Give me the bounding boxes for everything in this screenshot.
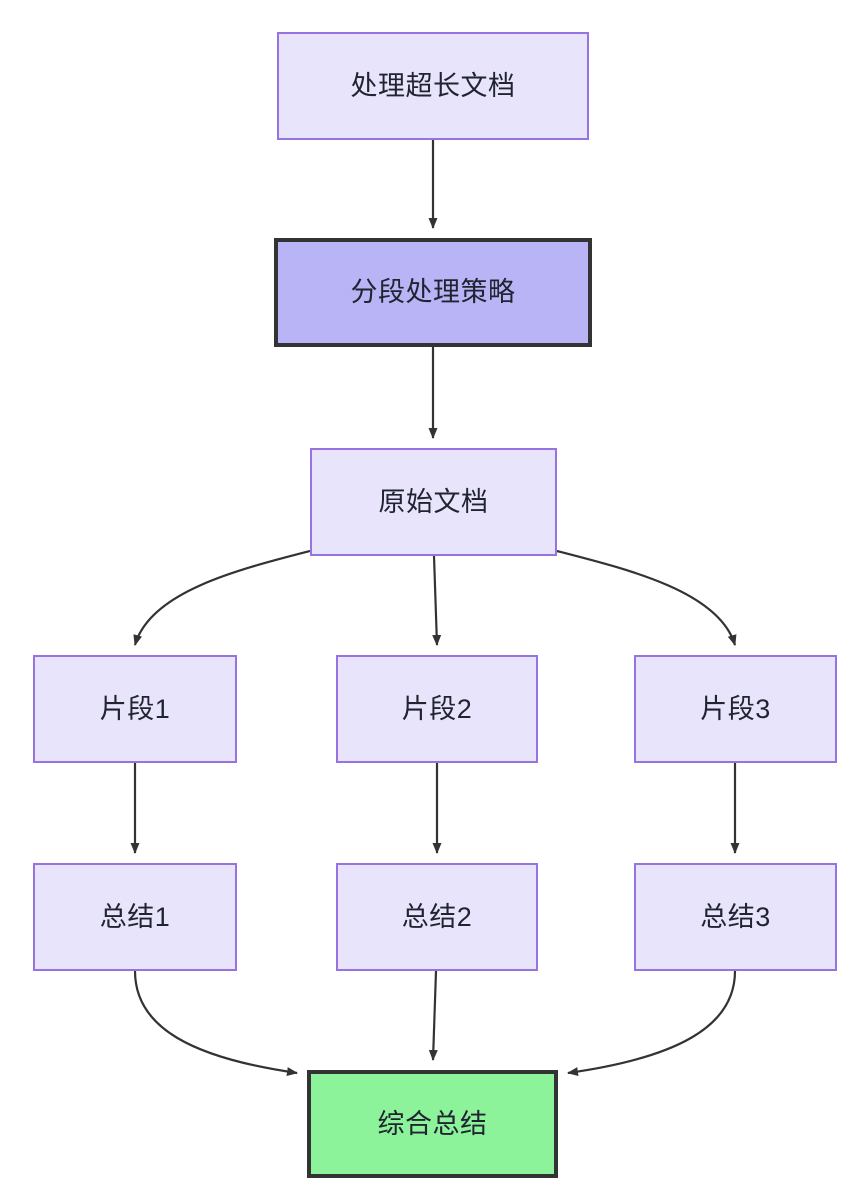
node-label: 原始文档 <box>378 486 489 517</box>
node-label: 总结1 <box>99 901 171 932</box>
node-summary-3[interactable]: 总结3 <box>634 863 837 971</box>
node-label: 片段2 <box>401 693 473 724</box>
node-label: 总结2 <box>401 901 473 932</box>
edge-n3-n5 <box>432 555 442 646</box>
node-label: 总结3 <box>700 901 771 932</box>
edge-n3-n4 <box>133 549 311 646</box>
node-final-summary[interactable]: 综合总结 <box>307 1070 558 1178</box>
node-label: 综合总结 <box>377 1108 488 1139</box>
node-label: 处理超长文档 <box>350 70 516 101</box>
edge-n3-n6 <box>556 549 737 646</box>
node-process-long-document[interactable]: 处理超长文档 <box>277 32 589 140</box>
edge-n7-n10 <box>133 970 298 1077</box>
node-segment-3[interactable]: 片段3 <box>634 655 837 763</box>
edge-n8-n10 <box>428 970 438 1061</box>
node-summary-2[interactable]: 总结2 <box>336 863 538 971</box>
edge-n9-n10 <box>567 970 737 1077</box>
node-label: 分段处理策略 <box>350 277 516 308</box>
node-original-document[interactable]: 原始文档 <box>310 448 557 556</box>
node-segment-1[interactable]: 片段1 <box>33 655 237 763</box>
node-label: 片段3 <box>700 693 771 724</box>
node-chunking-strategy[interactable]: 分段处理策略 <box>274 238 592 347</box>
node-segment-2[interactable]: 片段2 <box>336 655 538 763</box>
node-label: 片段1 <box>99 693 171 724</box>
node-summary-1[interactable]: 总结1 <box>33 863 237 971</box>
